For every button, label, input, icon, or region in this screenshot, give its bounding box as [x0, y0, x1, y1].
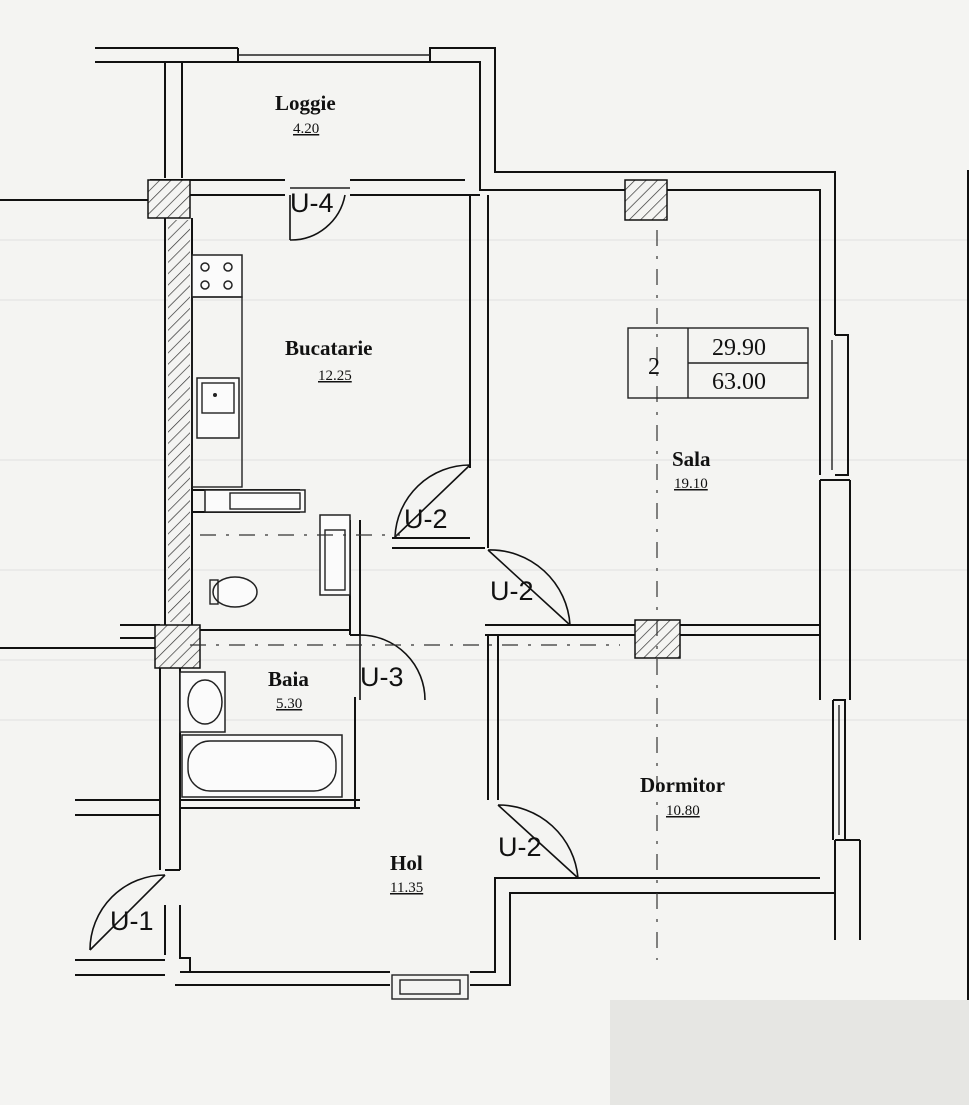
room-area-sala: 19.10	[674, 476, 708, 492]
rooms-count: 2	[648, 354, 660, 380]
room-area-bucatarie: 12.25	[318, 368, 352, 384]
room-name-hol: Hol	[390, 851, 423, 875]
door-label-u2-kitchen: U-2	[404, 504, 448, 534]
room-area-loggie: 4.20	[293, 121, 319, 137]
room-name-loggie: Loggie	[275, 91, 336, 115]
bathroom-fixtures	[179, 489, 351, 798]
total-area: 63.00	[712, 369, 766, 395]
stove-icon	[191, 254, 243, 298]
washbasin-icon	[187, 679, 223, 725]
door-label-u1: U-1	[110, 906, 154, 936]
paper-corner-shade	[610, 1000, 969, 1105]
door-label-u4: U-4	[290, 188, 334, 218]
door-swings	[89, 194, 579, 951]
room-name-dormitor: Dormitor	[640, 773, 725, 797]
kitchen-fixtures	[191, 254, 243, 488]
bathtub-icon	[181, 734, 343, 798]
room-name-baia: Baia	[268, 667, 309, 691]
room-name-bucatarie: Bucatarie	[285, 336, 372, 360]
room-area-dormitor: 10.80	[666, 803, 700, 819]
living-area: 29.90	[712, 335, 766, 361]
area-summary-box: 2 29.90 63.00	[627, 327, 809, 399]
axis-lines	[190, 230, 658, 960]
room-name-sala: Sala	[672, 447, 711, 471]
room-area-baia: 5.30	[276, 696, 302, 712]
door-labels: U-4 U-2 U-2 U-3 U-2 U-1	[110, 188, 542, 936]
room-area-hol: 11.35	[390, 880, 423, 896]
structural-columns	[147, 179, 681, 669]
door-label-u2-dormitor: U-2	[498, 832, 542, 862]
door-label-u2-sala: U-2	[490, 576, 534, 606]
door-label-u3: U-3	[360, 662, 404, 692]
sink-icon	[196, 377, 240, 439]
exterior-walls	[0, 47, 969, 1000]
toilet-icon	[212, 576, 258, 608]
room-labels: Loggie 4.20 Bucatarie 12.25 Sala 19.10 B…	[268, 91, 725, 896]
